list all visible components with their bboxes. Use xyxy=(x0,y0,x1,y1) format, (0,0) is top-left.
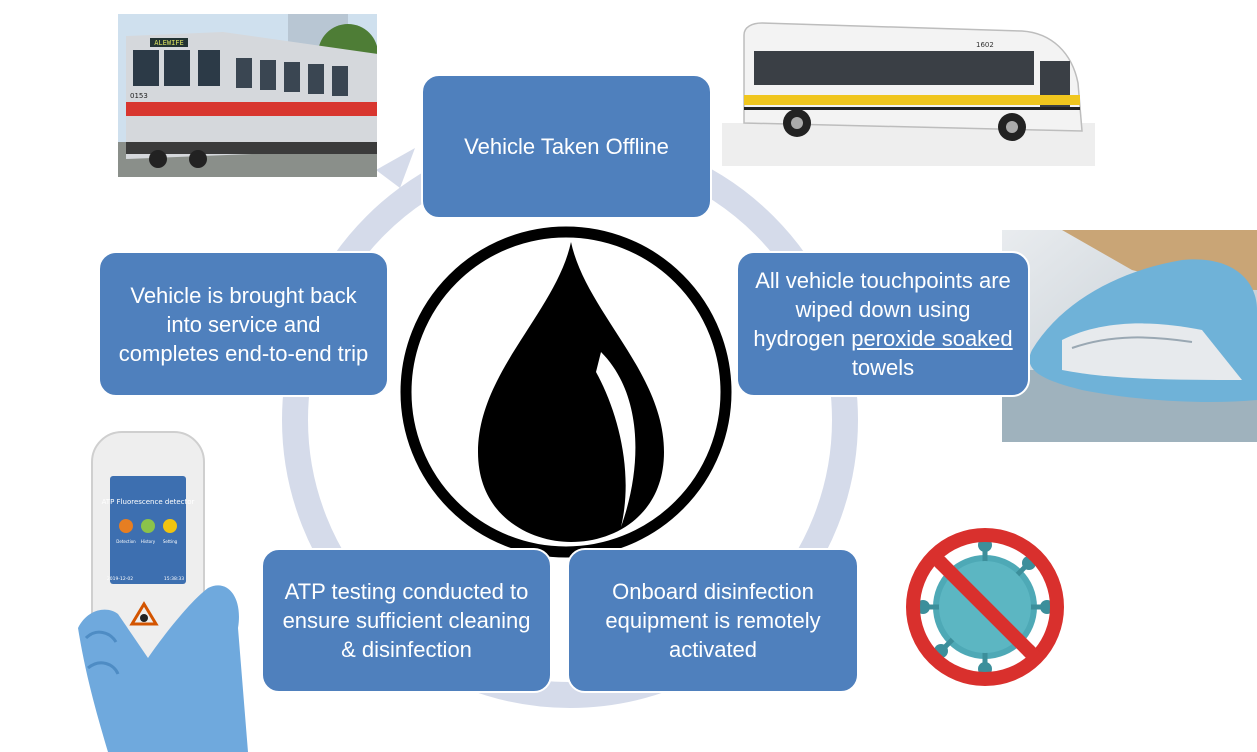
step-vehicle-offline: Vehicle Taken Offline xyxy=(421,74,712,219)
step-wipe-touchpoints-label: All vehicle touchpoints are wiped down u… xyxy=(752,266,1014,382)
destination-sign: ALEWIFE xyxy=(154,39,184,47)
step-atp-testing: ATP testing conducted to ensure sufficie… xyxy=(261,548,552,693)
bus-photo: 1602 xyxy=(722,3,1095,166)
step-atp-testing-label: ATP testing conducted to ensure sufficie… xyxy=(282,579,531,662)
peroxide-soaked-link[interactable]: peroxide soaked xyxy=(851,326,1013,351)
biohazard-icon xyxy=(129,601,159,626)
step-remote-disinfection-label: Onboard disinfection equipment is remote… xyxy=(605,579,821,662)
wiping-glove-photo xyxy=(1002,230,1257,442)
atp-history-label: History xyxy=(141,539,156,544)
atp-setting-label: Setting xyxy=(163,539,178,544)
atp-detection-label: Detection xyxy=(116,539,136,544)
step-vehicle-offline-label: Vehicle Taken Offline xyxy=(464,134,669,159)
step-return-to-service: Vehicle is brought back into service and… xyxy=(98,251,389,397)
atp-device-photo: ATP Fluorescence detector Detection Hist… xyxy=(78,428,258,752)
step-wipe-touchpoints: All vehicle touchpoints are wiped down u… xyxy=(736,251,1030,397)
wipe-text-end: towels xyxy=(851,355,915,380)
atp-time: 15:38:33 xyxy=(164,576,184,582)
atp-date: 2019-12-02 xyxy=(107,576,133,582)
step-remote-disinfection: Onboard disinfection equipment is remote… xyxy=(567,548,859,693)
bus-number: 1602 xyxy=(976,41,994,49)
car-number: 0153 xyxy=(130,92,148,100)
no-virus-icon xyxy=(906,528,1064,686)
subway-train-photo: ALEWIFE 0153 xyxy=(118,14,377,177)
water-drop-icon xyxy=(400,226,732,558)
wipe-text-start: All vehicle touchpoints are wiped down u… xyxy=(753,268,1011,351)
step-return-to-service-label: Vehicle is brought back into service and… xyxy=(118,282,369,366)
atp-screen-title: ATP Fluorescence detector xyxy=(102,498,195,506)
